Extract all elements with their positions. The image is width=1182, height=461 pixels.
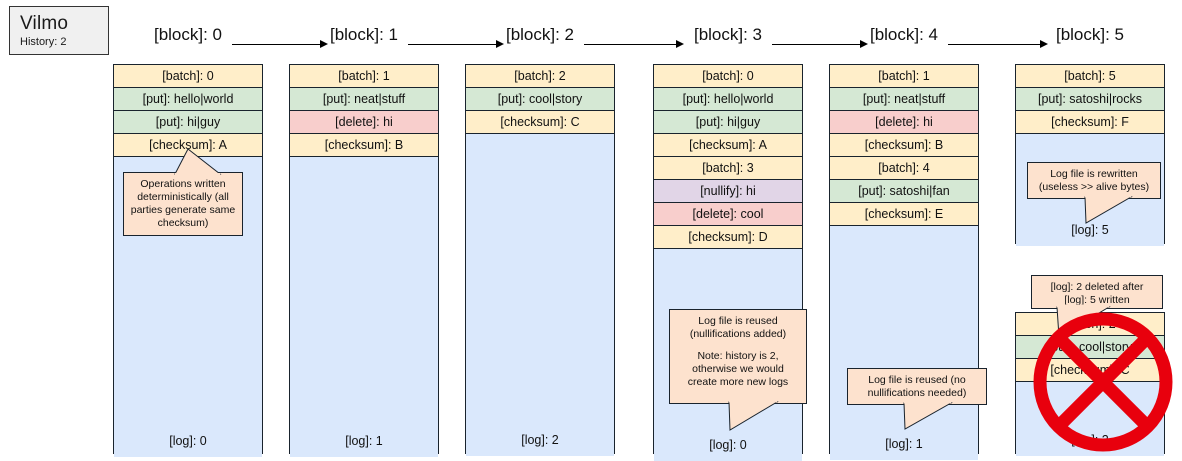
block-row-checksum: [checksum]: B [830,134,978,157]
block-row-checksum: [checksum]: A [114,134,262,157]
callout-log-reused-nullifications: Log file is reused (nullifications added… [669,309,807,431]
block-row-batch: [batch]: 0 [114,65,262,88]
block-row-batch: [batch]: 2 [1016,313,1164,336]
block-log-label: [log]: 2 [521,433,559,447]
block-row-put: [put]: neat|stuff [290,88,438,111]
callout-log-rewritten: Log file is rewritten (useless >> alive … [1027,162,1161,224]
block-log-label: [log]: 0 [169,434,207,448]
block-row-put: [put]: satoshi|fan [830,180,978,203]
block-row-checksum: [checksum]: D [654,226,802,249]
block-row-batch: [batch]: 1 [830,65,978,88]
block-row-batch: [batch]: 1 [290,65,438,88]
column-header-block-5: [block]: 5 [1055,25,1125,44]
block-log-area: [log]: 1 [290,157,438,457]
block-column-1[interactable]: [batch]: 1 [put]: neat|stuff [delete]: h… [289,64,439,457]
block-row-put: [put]: hello|world [654,88,802,111]
block-row-nullify: [nullify]: hi [654,180,802,203]
block-row-delete: [delete]: hi [290,111,438,134]
block-row-put: [put]: neat|stuff [830,88,978,111]
app-name: Vilmo [20,13,69,34]
column-header-block-0: [block]: 0 [153,25,223,44]
block-log-area: [log]: 1 [830,226,978,460]
callout-line: otherwise we would [692,363,784,375]
block-row-put: [put]: hi|guy [114,111,262,134]
arrow-block-1-to-2 [408,40,504,49]
column-header-block-2: [block]: 2 [505,25,575,44]
block-row-checksum: [checksum]: E [830,203,978,226]
block-row-put: [put]: hello|world [114,88,262,111]
block-row-checksum: [checksum]: C [466,111,614,134]
callout-line: create more new logs [687,376,789,388]
callout-log-reused-no-nullifications: Log file is reused (no nullifications ne… [847,368,987,430]
column-header-block-3: [block]: 3 [693,25,763,44]
callout-deterministic-writes: Operations written deterministically (al… [123,148,243,236]
app-history-label: History: 2 [20,36,67,48]
callout-line: checksum) [157,217,209,229]
block-row-checksum: [checksum]: C [1016,359,1164,382]
column-header-block-4: [block]: 4 [869,25,939,44]
app-title-card: Vilmo History: 2 [9,6,109,55]
callout-line: Log file is reused (no [868,374,966,386]
block-log-area: [log]: 2 [1016,382,1164,456]
block-log-label: [log]: 1 [885,437,923,451]
block-log-area: [log]: 2 [466,134,614,456]
block-column-0[interactable]: [batch]: 0 [put]: hello|world [put]: hi|… [113,64,263,457]
block-row-batch: [batch]: 4 [830,157,978,180]
arrow-block-2-to-3 [584,40,684,49]
block-row-batch: [batch]: 3 [654,157,802,180]
block-row-put: [put]: cool|story [1016,336,1164,359]
arrow-block-3-to-4 [772,40,868,49]
block-row-delete: [delete]: hi [830,111,978,134]
block-column-5[interactable]: [batch]: 5 [put]: satoshi|rocks [checksu… [1015,64,1165,246]
callout-line: parties generate same [130,204,236,216]
block-log-label: [log]: 2 [1071,433,1109,447]
deleted-block-column[interactable]: [batch]: 2 [put]: cool|story [checksum]:… [1015,312,1165,456]
block-row-checksum: [checksum]: F [1016,111,1164,134]
callout-log-deleted: [log]: 2 deleted after [log]: 5 written [1031,275,1163,338]
block-row-batch: [batch]: 5 [1016,65,1164,88]
block-row-batch: [batch]: 2 [466,65,614,88]
column-header-block-1: [block]: 1 [329,25,399,44]
block-log-label: [log]: 1 [345,434,383,448]
block-row-delete: [delete]: cool [654,203,802,226]
block-row-checksum: [checksum]: B [290,134,438,157]
block-log-label: [log]: 5 [1071,223,1109,237]
block-row-put: [put]: satoshi|rocks [1016,88,1164,111]
arrow-block-0-to-1 [232,40,328,49]
callout-line: (useless >> alive bytes) [1038,181,1150,193]
arrow-block-4-to-5 [948,40,1048,49]
callout-line: Log file is reused [698,315,778,327]
callout-line: deterministically (all [137,191,229,203]
callout-line: [log]: 2 deleted after [1050,281,1144,293]
block-column-2[interactable]: [batch]: 2 [put]: cool|story [checksum]:… [465,64,615,456]
block-row-put: [put]: hi|guy [654,111,802,134]
callout-line: nullifications needed) [867,387,967,399]
block-row-checksum: [checksum]: A [654,134,802,157]
callout-line: Operations written [140,178,226,190]
callout-line: (nullifications added) [689,328,787,340]
block-log-label: [log]: 0 [709,438,747,452]
block-row-batch: [batch]: 0 [654,65,802,88]
block-row-put: [put]: cool|story [466,88,614,111]
callout-line: Note: history is 2, [697,350,779,362]
callout-line: Log file is rewritten [1050,168,1138,180]
callout-line: [log]: 5 written [1064,294,1130,306]
